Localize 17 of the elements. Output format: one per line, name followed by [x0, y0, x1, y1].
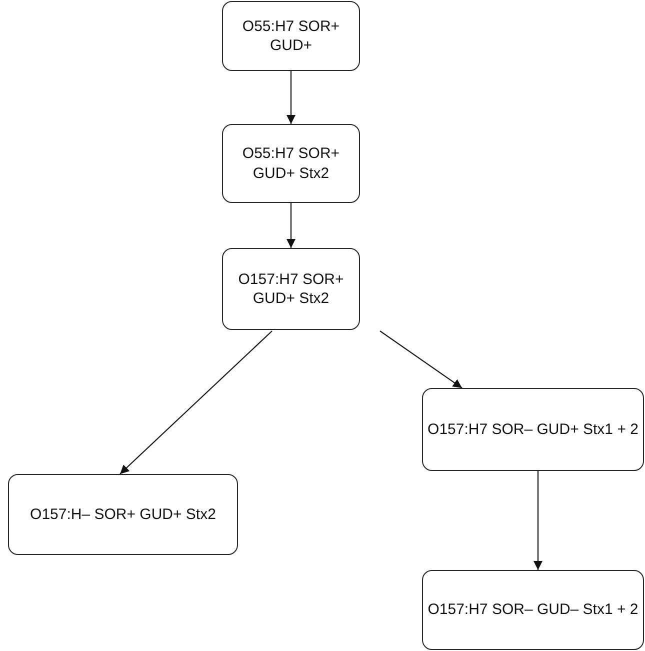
process-box [222, 124, 360, 203]
box-label: O157:H– SOR+ GUD+ Stx2 [30, 504, 216, 524]
box-label: O55:H7 SOR+ GUD+ [241, 16, 341, 56]
box-label: O55:H7 SOR+ GUD+ Stx2 [241, 144, 341, 183]
process-box [422, 388, 644, 471]
box-label: O157:H7 SOR– GUD+ Stx1 + 2 [428, 420, 638, 440]
process-box [222, 248, 360, 330]
box-label: O157:H7 SOR– GUD– Stx1 + 2 [428, 600, 638, 620]
box-label: O157:H7 SOR+ GUD+ Stx2 [237, 270, 345, 308]
arrow [120, 330, 272, 474]
arrow [286, 71, 296, 124]
arrow [380, 330, 462, 388]
process-box [422, 570, 644, 650]
arrow [286, 203, 296, 248]
process-box [222, 1, 360, 71]
process-box [8, 474, 238, 555]
arrow [534, 471, 542, 570]
